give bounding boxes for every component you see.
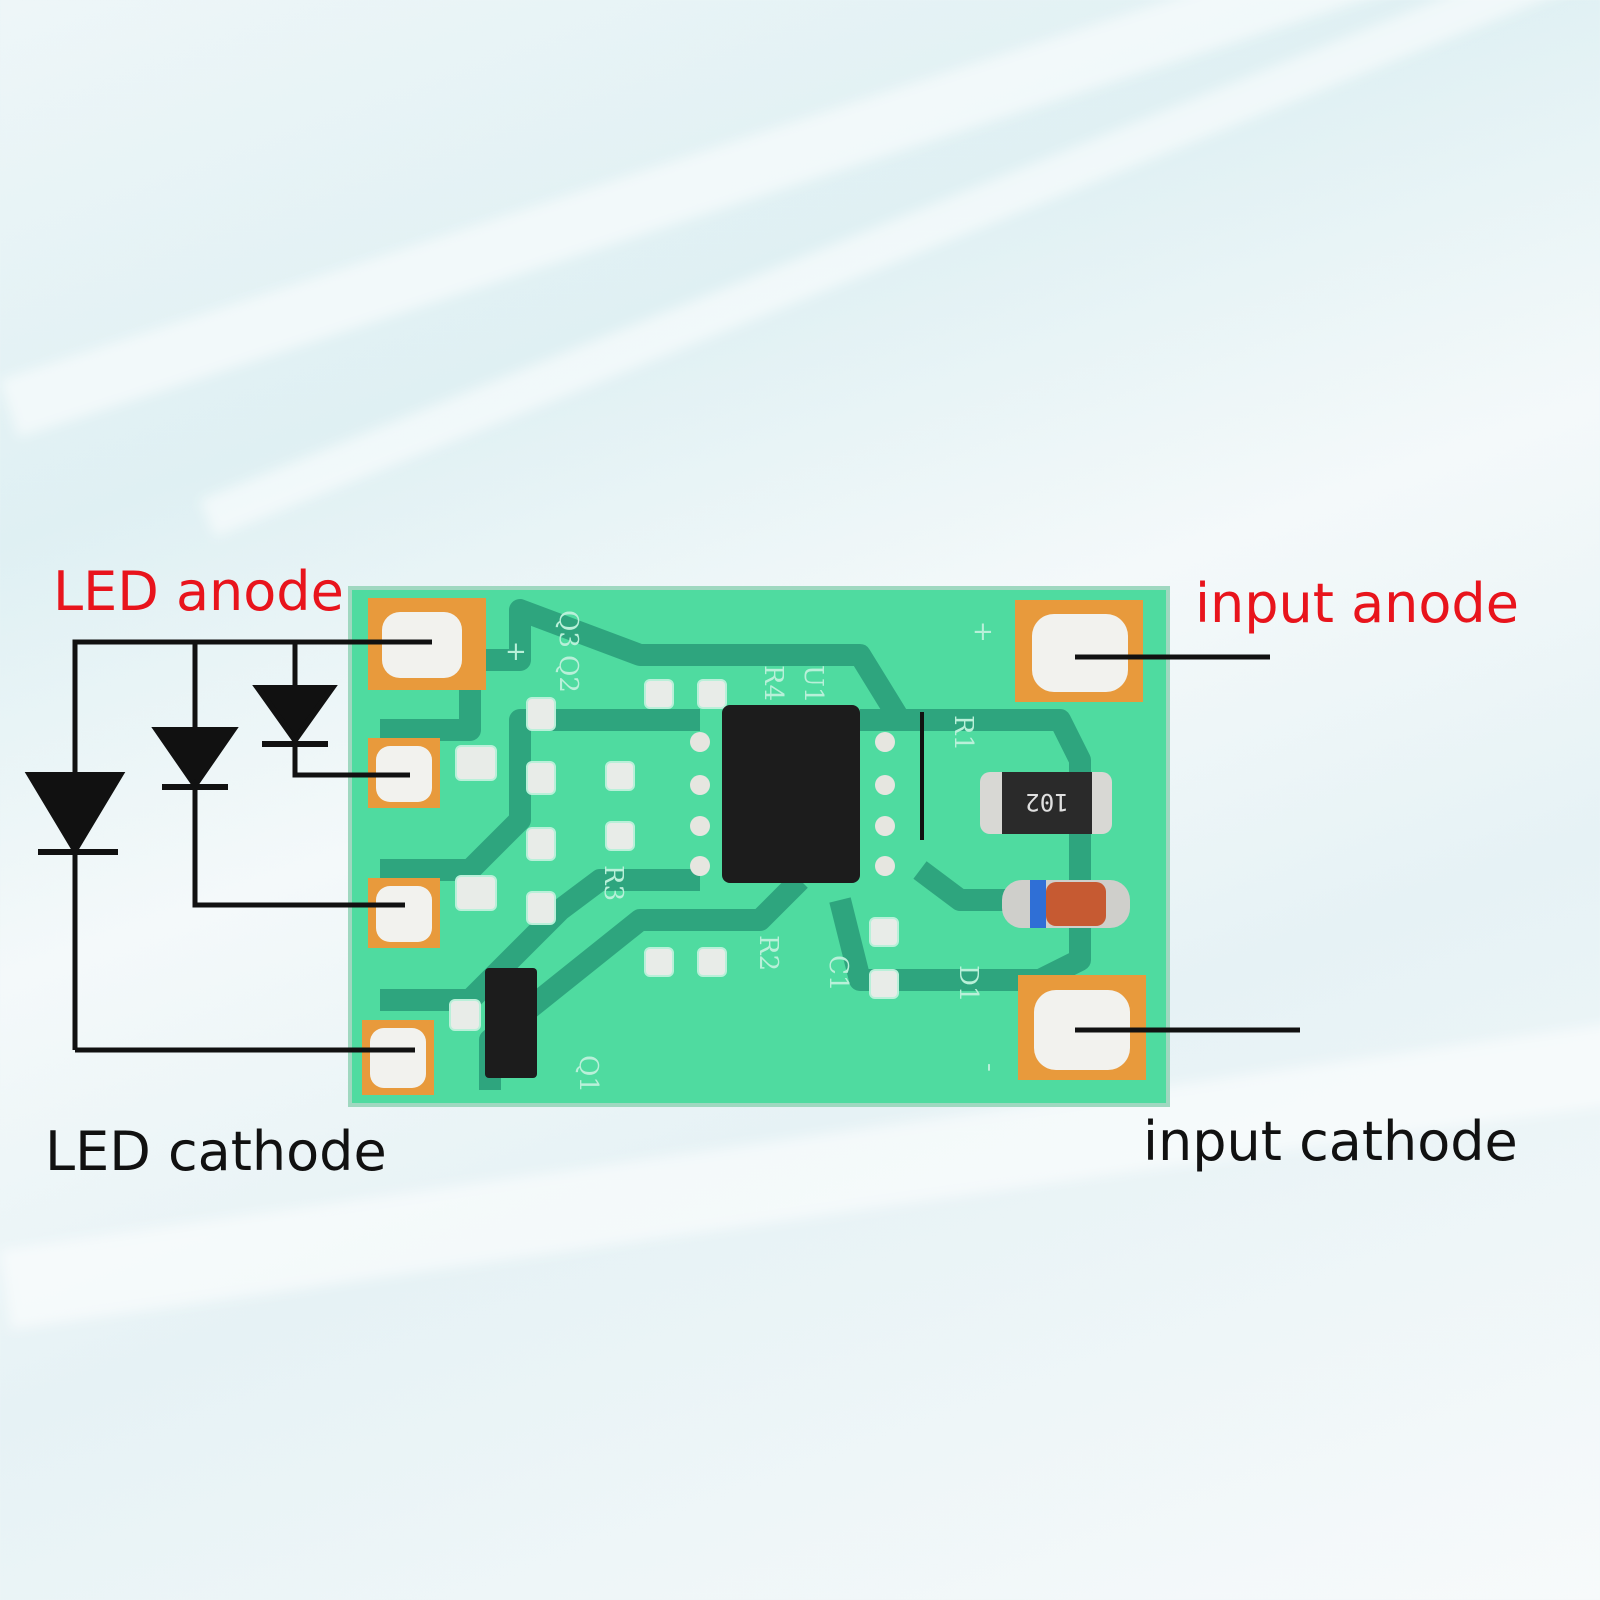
input-pads: [1015, 600, 1146, 1080]
resistor-r1: 102: [980, 772, 1112, 834]
svg-text:U1: U1: [798, 665, 828, 703]
smd-pads: [449, 679, 899, 1031]
led-diode-symbols: [24, 685, 338, 856]
svg-text:Q2: Q2: [553, 655, 583, 693]
svg-text:R4: R4: [758, 665, 788, 701]
led-diode-icon: [24, 772, 126, 856]
svg-text:Q3: Q3: [553, 610, 583, 648]
led-cathode-label: LED cathode: [45, 1120, 387, 1183]
input-cathode-label: input cathode: [1143, 1110, 1518, 1173]
led-anode-label: LED anode: [53, 560, 344, 623]
svg-text:+: +: [505, 637, 527, 667]
svg-text:R3: R3: [598, 865, 628, 901]
svg-text:+: +: [972, 617, 994, 647]
svg-text:C1: C1: [823, 955, 853, 991]
ic-chip-u1: [690, 705, 895, 883]
svg-text:D1: D1: [953, 965, 983, 1002]
svg-text:R1: R1: [948, 715, 978, 751]
diode-d1: [1002, 880, 1130, 928]
input-anode-label: input anode: [1195, 572, 1519, 635]
svg-text:102: 102: [1025, 788, 1068, 816]
silkscreen-labels: Q3 Q2 R4 U1 R1 R3 R2 C1 D1 Q1 + + -: [505, 610, 1005, 1093]
led-pads: [362, 598, 486, 1095]
svg-text:-: -: [975, 1063, 1005, 1072]
led-diode-icon: [151, 727, 239, 791]
svg-text:Q1: Q1: [573, 1055, 603, 1093]
transistor-q1: [485, 968, 537, 1078]
svg-text:R2: R2: [753, 935, 783, 971]
led-diode-icon: [252, 685, 338, 746]
